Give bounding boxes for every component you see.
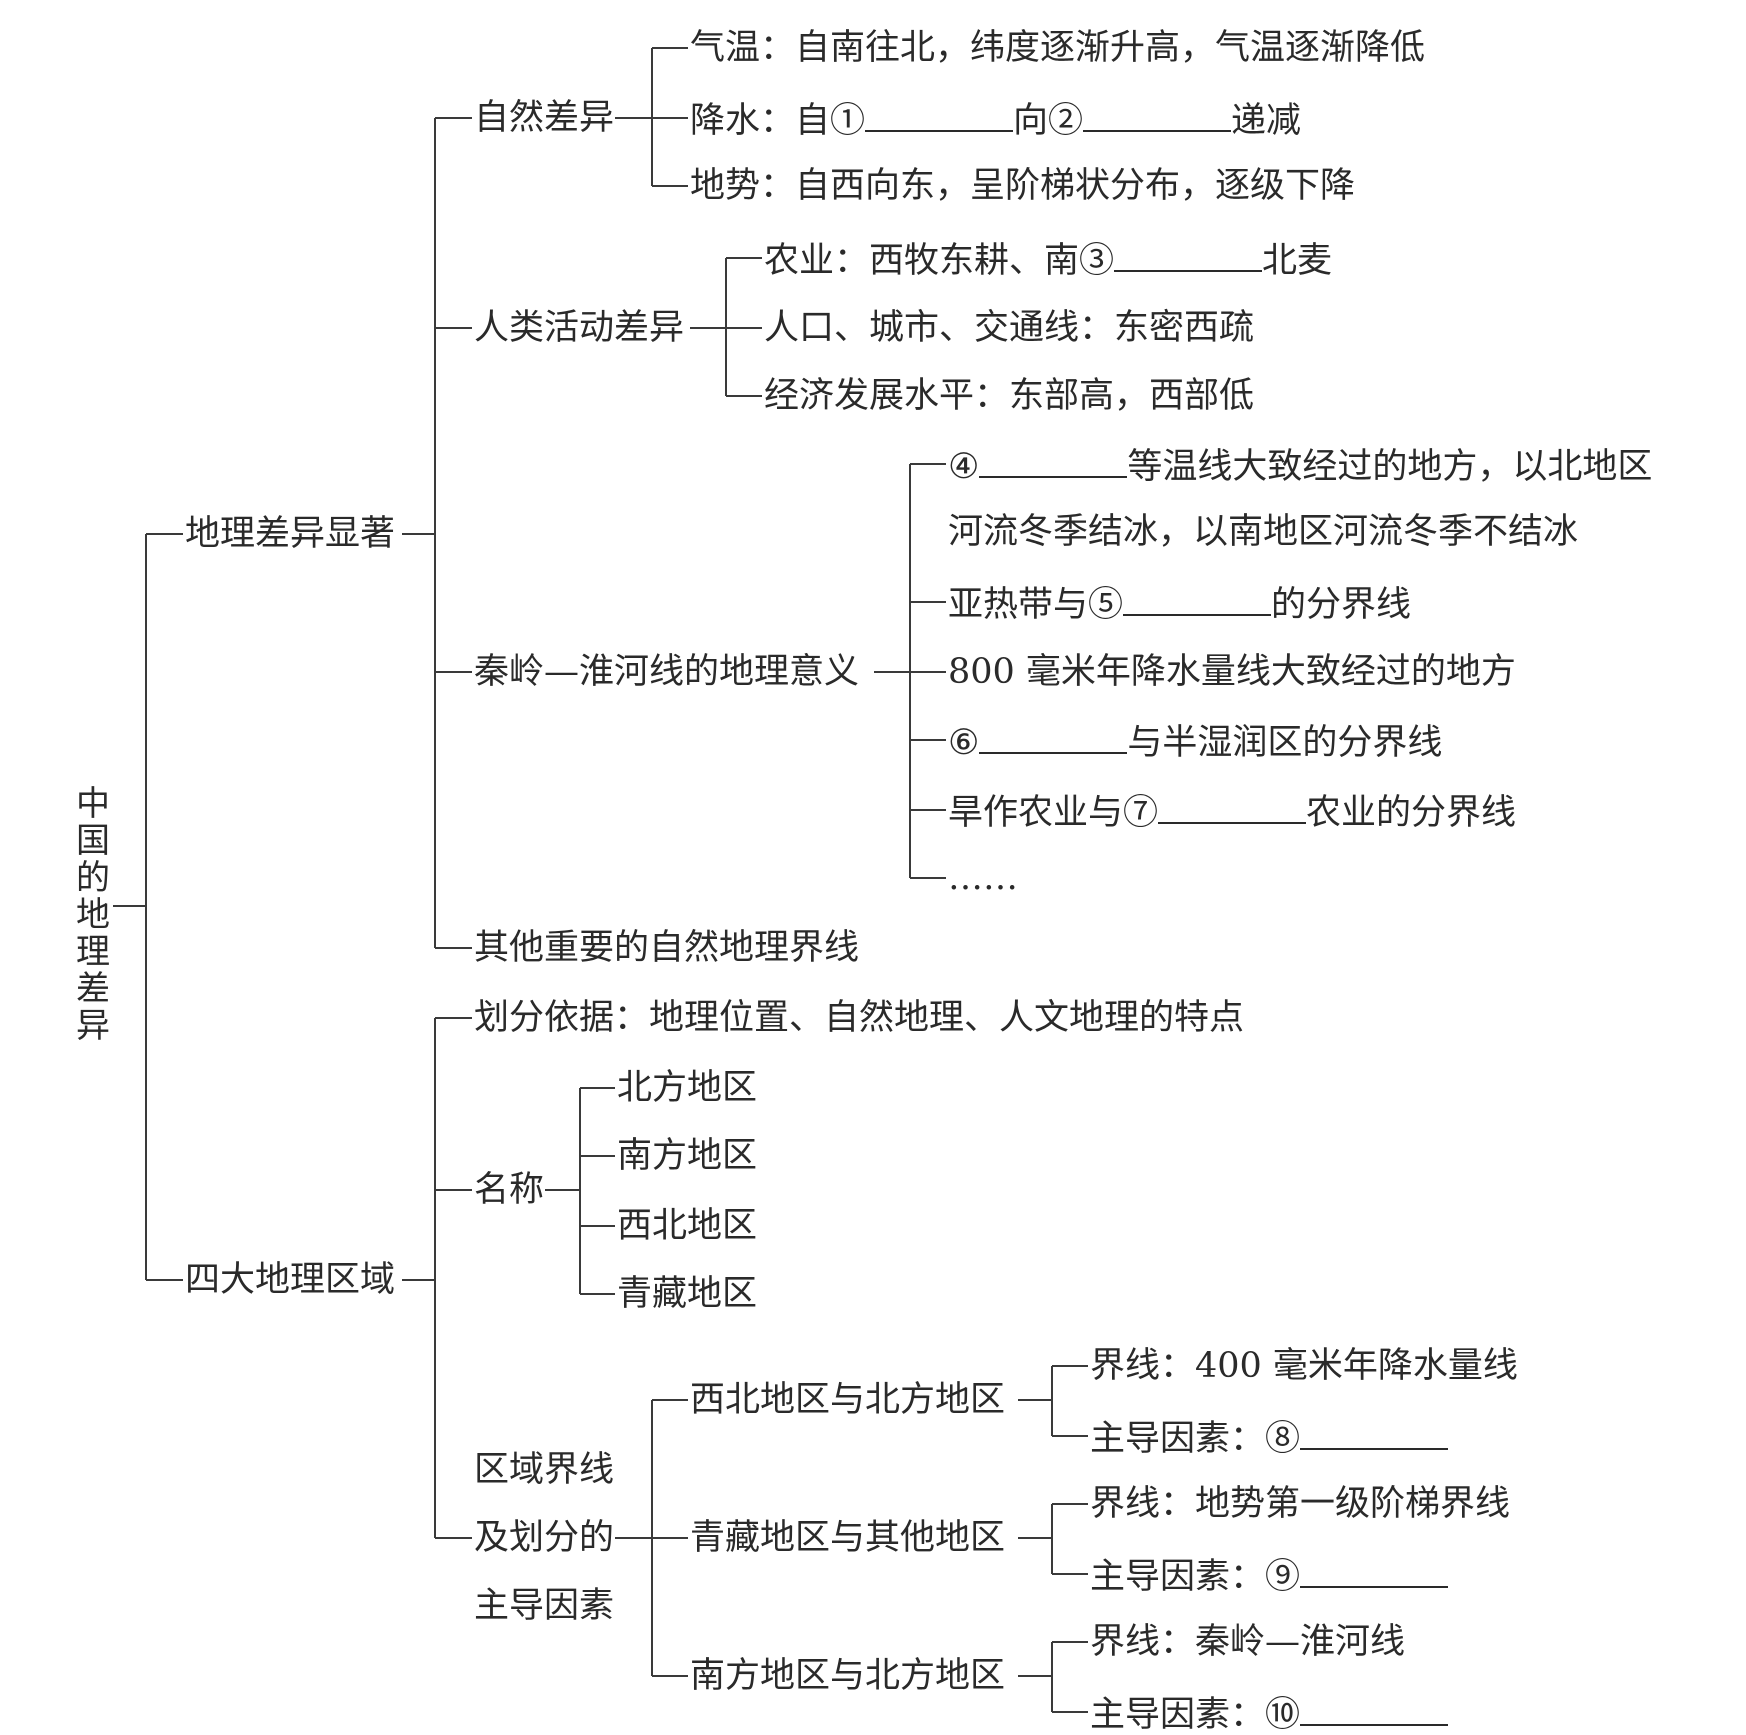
blank-3 [1114,238,1263,272]
node-qz-vs-others: 青藏地区与其他地区 [690,1518,1006,1558]
blank-8 [1300,1416,1449,1450]
leaf-isotherm-cont: 河流冬季结冰，以南地区河流冬季不结冰 [948,512,1579,552]
node-nw-vs-north: 西北地区与北方地区 [690,1380,1006,1420]
leaf-economy: 经济发展水平：东部高，西部低 [764,376,1255,416]
node-other-boundaries: 其他重要的自然地理界线 [474,928,860,968]
blank-7 [1158,790,1307,824]
node-division-basis: 划分依据：地理位置、自然地理、人文地理的特点 [474,998,1245,1038]
root-title: 中国的地理差异 [76,784,110,1046]
node-boundaries-l2: 及划分的 [474,1518,615,1558]
node-geo-differences: 地理差异显著 [185,514,396,554]
leaf-nw-line: 界线：400 毫米年降水量线 [1090,1346,1518,1386]
blank-1 [865,98,1014,132]
leaf-qingzang-region: 青藏地区 [617,1274,758,1314]
leaf-nw-factor: 主导因素：⑧ [1090,1416,1449,1459]
leaf-terrain: 地势：自西向东，呈阶梯状分布，逐级下降 [690,166,1356,206]
node-human-activity: 人类活动差异 [474,308,685,348]
blank-10 [1300,1692,1449,1726]
leaf-population: 人口、城市、交通线：东密西疏 [764,308,1255,348]
leaf-north-region: 北方地区 [617,1068,758,1108]
blank-6 [979,720,1128,754]
leaf-south-region: 南方地区 [617,1136,758,1176]
node-boundaries-l3: 主导因素 [474,1586,615,1626]
blank-5 [1123,582,1272,616]
leaf-sn-factor: 主导因素：⑩ [1090,1692,1449,1735]
node-boundaries-l1: 区域界线 [474,1450,615,1490]
leaf-800mm-line: 800 毫米年降水量线大致经过的地方 [948,652,1516,692]
leaf-temperature: 气温：自南往北，纬度逐渐升高，气温逐渐降低 [690,28,1426,68]
blank-2 [1083,98,1232,132]
node-qinling-huaihe: 秦岭—淮河线的地理意义 [474,652,860,692]
leaf-qz-factor: 主导因素：⑨ [1090,1554,1449,1597]
node-natural-differences: 自然差异 [474,98,615,138]
node-south-vs-north: 南方地区与北方地区 [690,1656,1006,1696]
leaf-sn-line: 界线：秦岭—淮河线 [1090,1622,1406,1662]
blank-4 [979,444,1128,478]
node-four-regions: 四大地理区域 [185,1260,396,1300]
leaf-northwest-region: 西北地区 [617,1206,758,1246]
node-names: 名称 [474,1170,545,1210]
blank-9 [1300,1554,1449,1588]
leaf-qz-line: 界线：地势第一级阶梯界线 [1090,1484,1511,1524]
leaf-ellipsis: …… [948,858,1018,898]
